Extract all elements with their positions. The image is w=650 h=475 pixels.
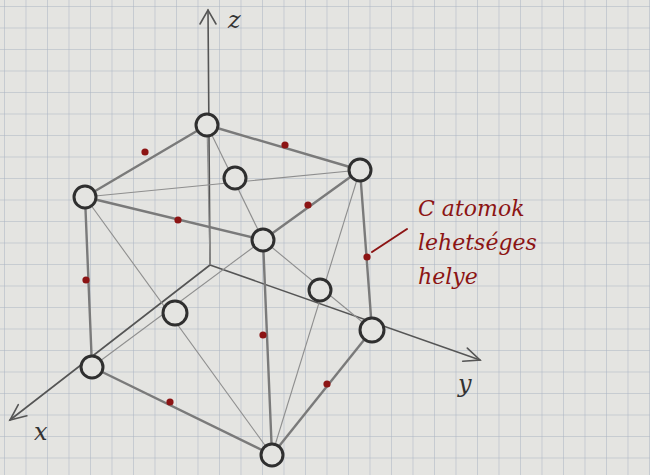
atom (81, 356, 103, 378)
diagonal-line (207, 125, 210, 265)
axis-label: y (458, 370, 488, 399)
carbon-site (363, 253, 370, 260)
atom (261, 444, 283, 466)
diagonal-line (263, 240, 372, 330)
carbon-site (259, 331, 266, 338)
face-diagonals (85, 125, 372, 455)
carbon-site (166, 398, 173, 405)
axes (10, 10, 480, 420)
cube-edge (207, 125, 360, 170)
label-holder: C atomok lehetséges helye (418, 192, 568, 294)
carbon-site (82, 276, 89, 283)
carbon-site (141, 148, 148, 155)
atoms (74, 114, 384, 466)
cube-edge (263, 240, 272, 455)
callout-note: C atomok lehetséges helye (418, 192, 568, 294)
label-holder: y (458, 370, 488, 399)
diagonal-line (85, 197, 272, 455)
carbon-site (304, 201, 311, 208)
axis-label: x (34, 418, 64, 447)
carbon-site (323, 380, 330, 387)
cube-edge (85, 197, 263, 240)
axis-arrowhead (463, 348, 480, 361)
cube-edge (263, 170, 360, 240)
carbon-site (174, 216, 181, 223)
label-holder: x (34, 418, 64, 447)
axis-arrowhead (200, 10, 216, 24)
diagonal-line (85, 170, 360, 197)
atom (360, 318, 384, 342)
atom (163, 301, 187, 325)
diagonal-line (92, 240, 263, 367)
cube-edge (92, 367, 272, 455)
axis-arrowhead (10, 405, 27, 420)
cube-edges (85, 125, 372, 455)
atom (196, 114, 218, 136)
carbon-sites (82, 141, 370, 405)
axis-label: z (228, 6, 258, 35)
cube-edge (85, 125, 207, 197)
leader-line (372, 229, 407, 252)
diagonal-line (207, 125, 263, 240)
atom (349, 159, 371, 181)
label-holder: z (228, 6, 258, 35)
atom (224, 167, 246, 189)
atom (309, 279, 331, 301)
carbon-site (281, 141, 288, 148)
atom (74, 186, 96, 208)
diagonal-line (272, 170, 360, 455)
cube-edge (360, 170, 372, 330)
atom (252, 229, 274, 251)
cube-edge (272, 330, 372, 455)
x-axis (10, 265, 210, 420)
